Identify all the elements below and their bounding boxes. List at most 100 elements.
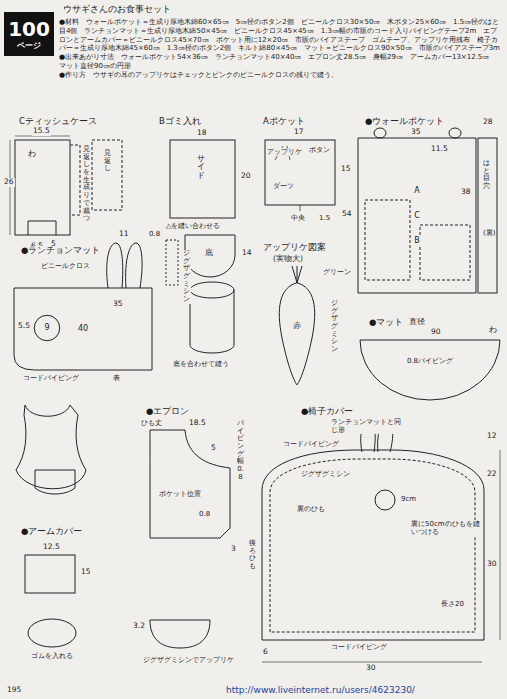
arm-cover-figure [28, 619, 76, 647]
dimension-label: 195 [6, 686, 22, 695]
dimension-label: 1.5 [318, 214, 331, 222]
ear-piece [166, 240, 178, 285]
side-piece [170, 140, 235, 218]
dimension-label: 20 [240, 172, 252, 181]
tissue-flap [70, 145, 80, 215]
dimension-label: 12 [486, 432, 498, 441]
dimension-label: パイピング幅0.8 [236, 420, 245, 482]
node-text: 赤 [292, 321, 302, 330]
apron-pocket [35, 470, 75, 494]
dimension-label: 15.5 [32, 127, 51, 136]
dimension-label: 11 [118, 230, 130, 239]
apron-pattern [150, 430, 230, 538]
dimension-label: サイド [196, 155, 206, 180]
section-heading: Cティッシュケース [18, 117, 98, 127]
dimension-label: 12.5 [42, 543, 61, 552]
dimension-label: 30 [486, 560, 498, 569]
dimension-label: 0.8 [198, 510, 211, 518]
dimension-label: ランチョンマットと同じ形 [330, 418, 402, 434]
dimension-label: 35 [410, 128, 422, 137]
dimension-label: コードパイピング [282, 440, 340, 448]
dimension-label: 6 [262, 648, 269, 657]
dimension-label: 9cm [400, 495, 417, 503]
dimension-label: ひも丈 [140, 419, 163, 427]
node-text: 40 [77, 324, 89, 333]
dim-lines [10, 136, 70, 235]
dimension-label: 35 [112, 300, 124, 309]
mat-half: 0.8パイピング [360, 340, 500, 400]
dimension-label: 18 [196, 129, 208, 138]
dimension-label: 0.8 [148, 230, 161, 238]
dim-lines [262, 450, 500, 662]
mat-circle: 9 [34, 315, 60, 341]
dimension-label: グリーン [322, 268, 352, 276]
hang-loop [374, 128, 386, 138]
tissue-piece [15, 140, 70, 235]
section-heading: Bゴミ入れ [158, 117, 202, 127]
dimension-label: コードパイピング [22, 374, 80, 382]
dimension-label: 26 [3, 178, 15, 187]
node-text: ページ [16, 41, 42, 50]
arm-cover-piece [25, 555, 75, 593]
notes-column: ●材料 ウォールポケット＝生成り厚地木綿60×65㎝ 5㎝径のボタン2個 ビニー… [58, 18, 502, 79]
dimension-label: 11.5 [430, 145, 449, 154]
chair-cover [262, 450, 484, 640]
dimension-label: 見返し [103, 150, 112, 173]
dimension-label: はと目穴 [482, 160, 491, 191]
section-heading: ●椅子カバー [300, 407, 354, 417]
dimension-label: 22 [486, 470, 498, 479]
section-heading: ●ウォールポケット [364, 117, 445, 127]
inner-pockets [365, 200, 470, 280]
dimension-label: 90 [430, 328, 442, 337]
dimension-label: ジグザグミシン [300, 470, 351, 478]
dimension-label: 17 [293, 128, 305, 137]
dimension-label: ビニールクロス [40, 262, 91, 270]
dimension-label: 38 [460, 188, 472, 197]
section-heading: ●ランチョンマット [20, 246, 101, 256]
cylinder [190, 290, 234, 353]
dimension-label: ダーツ [272, 182, 295, 190]
pocket-pattern [150, 620, 210, 648]
dimension-label: わ [488, 326, 498, 335]
dimension-label: 15 [80, 568, 92, 577]
section-heading: ●エプロン [145, 407, 190, 417]
node-text: A [413, 186, 420, 195]
note-text: ●出来あがり寸法 ウォールポケット54×36㎝ ランチョンマット40×40㎝ エ… [58, 53, 502, 71]
dimension-label: 後ろひも [248, 540, 257, 571]
dimension-label: 底 [204, 248, 214, 257]
dimension-label: 15 [340, 165, 352, 174]
dimension-label: 見返しを生成りで裁つ [82, 146, 91, 223]
dimension-label: わ [27, 150, 37, 159]
dimension-label: 5.5 [17, 322, 31, 331]
node-text: 0.8パイピング [406, 357, 454, 365]
dimension-label: ゴムを入れる [30, 652, 74, 660]
page-number-box: 100ページ [4, 12, 54, 56]
dimension-label: 18.5 [188, 419, 207, 428]
note-text: ●作り方 ウサギの耳のアップリケはチェックとピンクのビニールクロスの残りで縫う。 [58, 71, 502, 80]
dimension-label: ボタン [308, 146, 331, 154]
section-heading: ウサギさんのお食事セット [62, 5, 172, 15]
node-text: 9 [43, 323, 50, 332]
dimension-label: 底を合わせて縫う [172, 360, 230, 368]
dimension-label: 54 [341, 210, 353, 219]
dimension-label: コードパイピング [330, 643, 388, 651]
dimension-label: ジグザグミシンでアップリケ [142, 656, 235, 664]
section-heading: ●アームカバー [20, 527, 83, 537]
dimension-label: 28 [482, 118, 494, 127]
cylinder-top [190, 282, 234, 298]
dimension-label: 3 [230, 545, 237, 554]
dimension-label: 長さ20 [440, 600, 465, 608]
dimension-label: 表 [112, 374, 121, 382]
hang-loop [449, 128, 461, 138]
section-heading: アップリケ図案 [262, 243, 327, 253]
dimension-label: 直径 [408, 318, 426, 327]
lunch-mat: 40 9 [14, 288, 152, 370]
ear-applique [107, 243, 142, 288]
dimension-label: 14 [241, 249, 253, 258]
dimension-label: △を縫い合わせる [165, 222, 221, 230]
section-heading: http://www.liveinternet.ru/users/4623230… [225, 685, 416, 695]
node-text: B [413, 236, 421, 245]
node-text: C [413, 211, 421, 220]
section-heading: Aポケット [262, 117, 306, 127]
